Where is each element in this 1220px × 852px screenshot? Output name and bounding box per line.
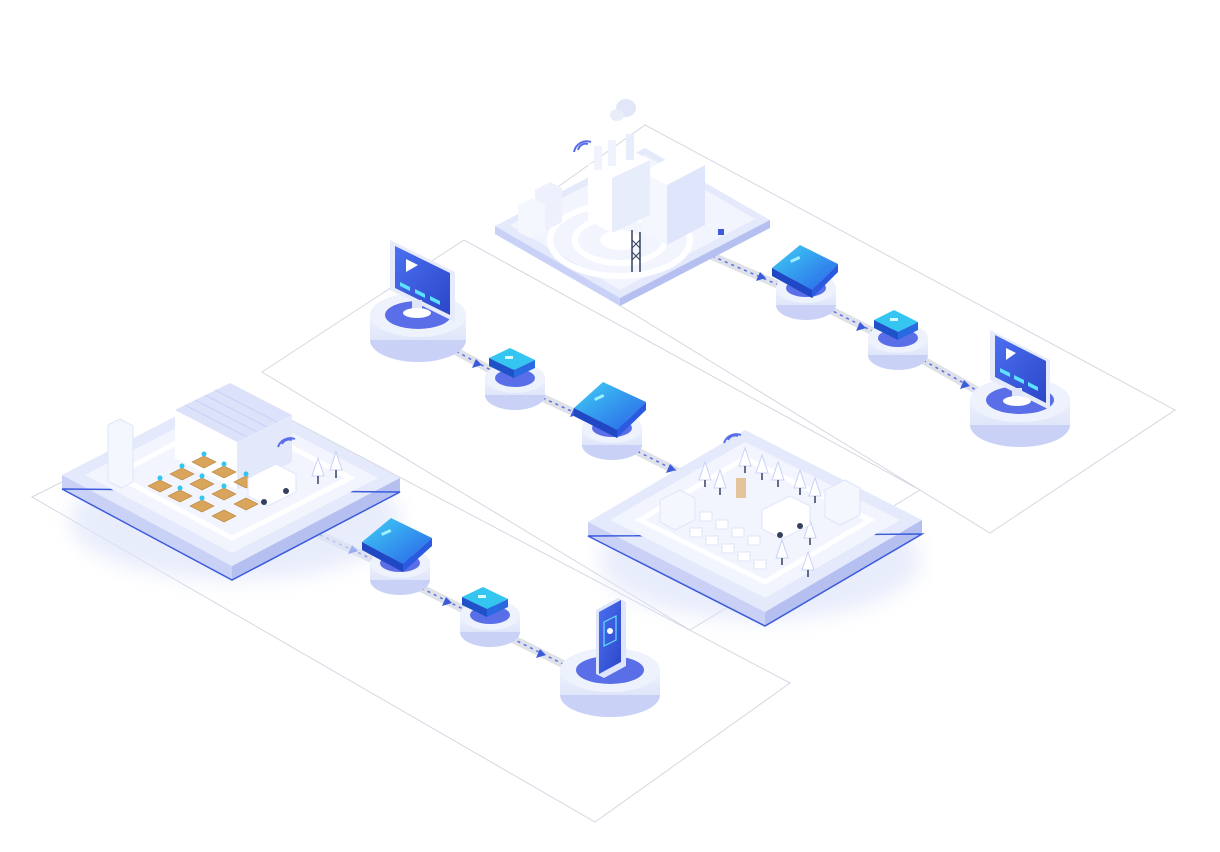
monitor-video-icon	[390, 240, 455, 322]
router-device-icon	[462, 587, 508, 617]
router-device-icon	[489, 348, 535, 378]
factory-icon	[495, 99, 770, 306]
warehouse-icon	[61, 383, 401, 581]
gateway-device-icon	[772, 245, 838, 298]
router-device-icon	[874, 310, 918, 340]
gateway-device-icon	[362, 518, 432, 572]
monitor-video-icon	[990, 330, 1050, 410]
village-icon	[587, 430, 925, 627]
gateway-device-icon	[574, 382, 646, 438]
pallet-boxes	[147, 455, 259, 523]
smartphone-icon	[596, 598, 626, 678]
